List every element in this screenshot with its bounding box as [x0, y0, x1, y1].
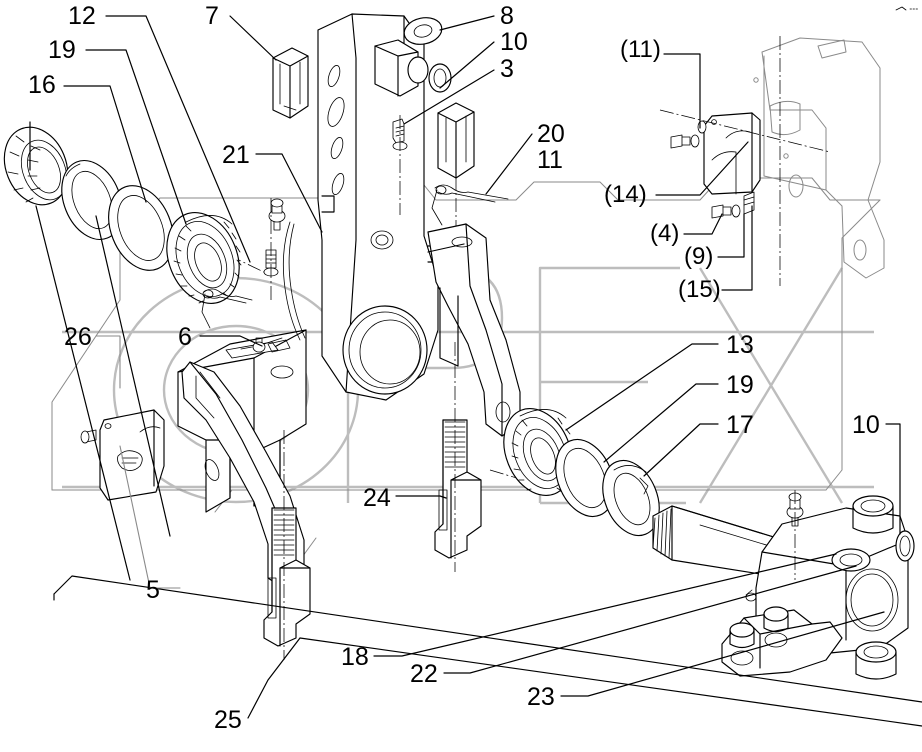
callout-20: 20: [537, 120, 565, 148]
lower-bearing-stack: [489, 408, 691, 537]
callout-19-lower: 19: [726, 371, 754, 399]
callout-3: 3: [500, 55, 514, 83]
callout-11-paren: (11): [620, 36, 661, 63]
callout-10-upper: 10: [500, 28, 528, 56]
part-6-grease-fitting: [240, 337, 291, 353]
part-7-pin-cap-left: [272, 47, 309, 119]
callout-5: 5: [146, 576, 160, 604]
part-19-seal-ring-upper: [61, 159, 123, 241]
bolt-column-upper: [263, 198, 279, 300]
part-25-base-frame: [53, 575, 922, 727]
callout-24: 24: [363, 484, 391, 512]
callout-22: 22: [410, 660, 438, 688]
part-24-stud-assembly: [434, 342, 482, 572]
callout-18: 18: [341, 643, 369, 671]
corner-mark: [895, 6, 919, 11]
part-16-lock-nut: [3, 126, 69, 206]
part-17-lock-washer: [602, 459, 660, 537]
part-21-knuckle-housing: [317, 13, 452, 401]
grease-nipple-upper: [268, 198, 286, 231]
callout-17: 17: [726, 411, 754, 439]
callout-21: 21: [222, 141, 250, 169]
part-3-pin-cap-right: [392, 102, 475, 215]
cotter-pin-center: [201, 288, 253, 329]
grease-nipple-knuckle: [786, 490, 804, 580]
callout-13: 13: [726, 331, 754, 359]
callout-8: 8: [500, 2, 514, 30]
part-12-roller-bearing: [166, 212, 242, 304]
callout-12: 12: [68, 2, 96, 30]
callout-25: 25: [214, 706, 242, 734]
part-ring-spacer: [108, 185, 174, 271]
callout-26: 26: [64, 323, 92, 351]
left-bearing-stack: [3, 126, 271, 304]
leader-lines: [29, 15, 901, 719]
callout-10-lower: 10: [852, 411, 880, 439]
callout-4-paren: (4): [650, 220, 680, 247]
part-18-stud-assembly: [263, 430, 311, 660]
part-14-shield-assembly: [659, 36, 885, 286]
callout-15-paren: (15): [678, 276, 721, 303]
callout-14-paren: (14): [604, 181, 647, 208]
callout-6: 6: [178, 323, 192, 351]
callout-11: 11: [537, 146, 563, 174]
part-5-cover-plate: [80, 409, 165, 501]
callout-7: 7: [205, 2, 219, 30]
part-23-steering-knuckle: [721, 490, 915, 680]
callout-9-paren: (9): [684, 243, 714, 270]
callout-16: 16: [28, 71, 56, 99]
callout-19-upper: 19: [48, 36, 76, 64]
callout-23: 23: [527, 683, 555, 711]
